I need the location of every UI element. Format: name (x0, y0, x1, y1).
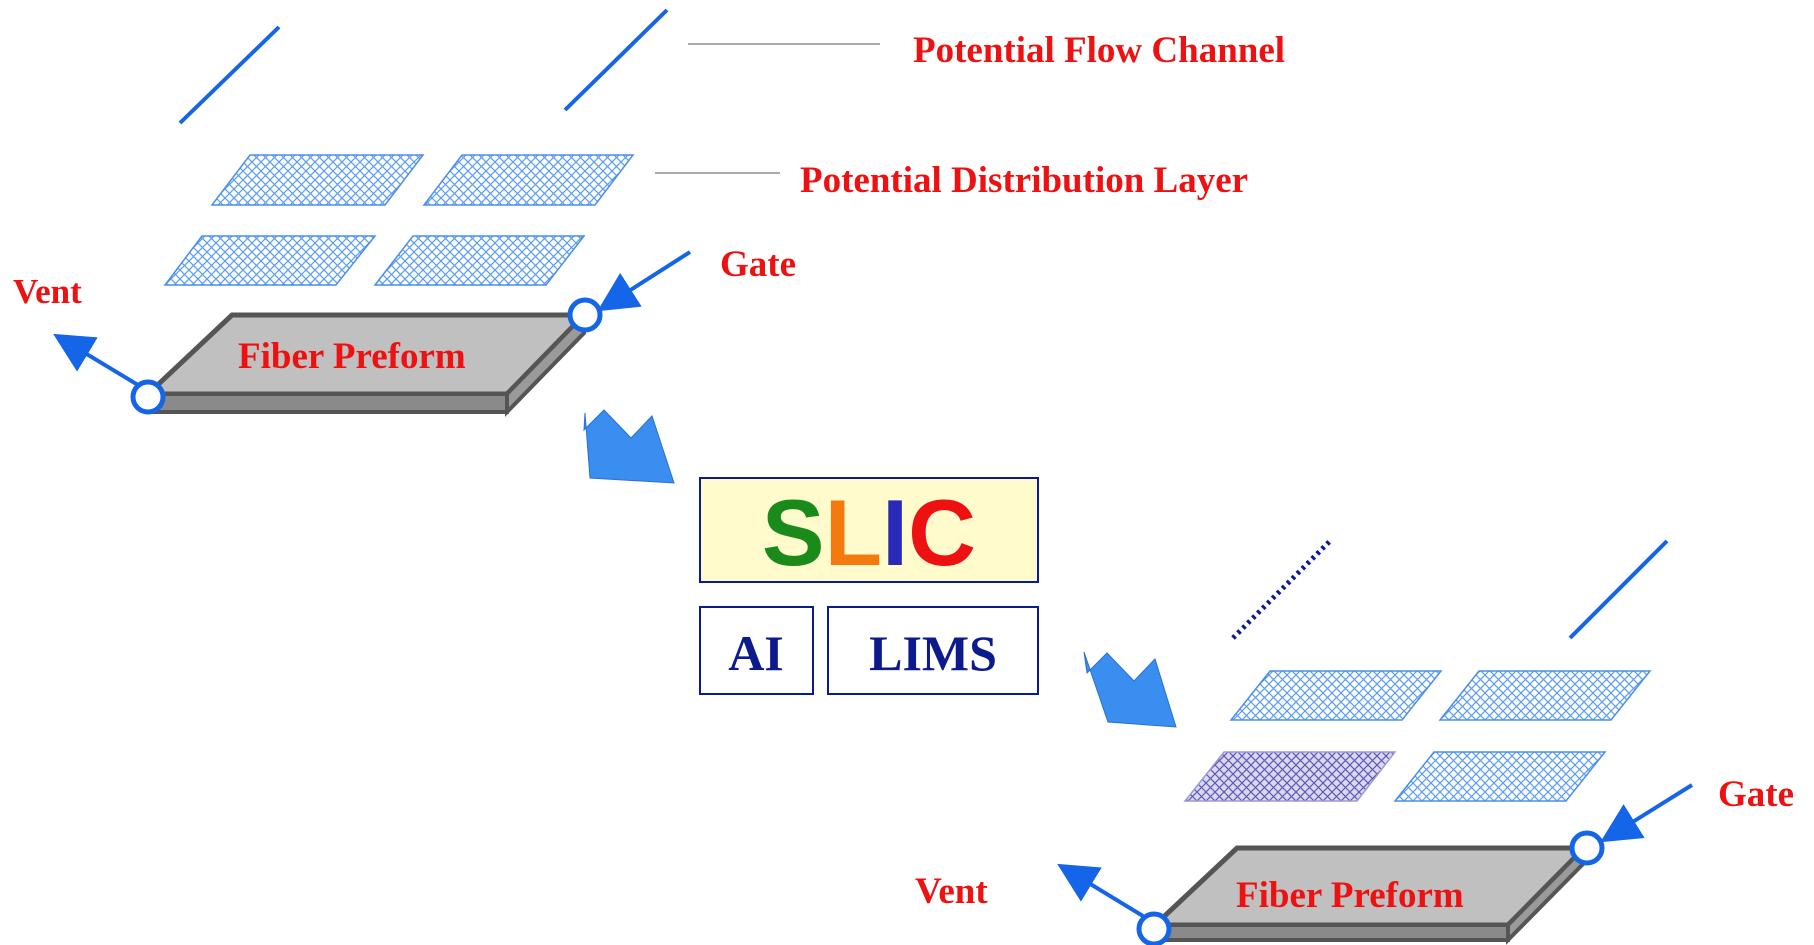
vent-arrow-top (53, 333, 140, 387)
flow-channel-dotted (1231, 539, 1332, 640)
distribution-layer-8 (1393, 751, 1607, 802)
slic-box (699, 477, 1039, 583)
slic-module: SLIC AI LIMS (699, 477, 1039, 695)
potential-distribution-layer-label: Potential Distribution Layer (800, 160, 1248, 201)
gate-port-bottom (1569, 830, 1605, 866)
vent-label-top: Vent (13, 272, 82, 311)
lims-box (827, 606, 1039, 695)
distribution-layer-6 (1438, 670, 1652, 721)
gate-arrow-top (597, 250, 692, 312)
slic-letter-c: C (908, 480, 976, 585)
ai-label: AI (728, 625, 784, 681)
fiber-preform-bottom-front-edge (1153, 923, 1510, 942)
distribution-layer-4 (373, 235, 586, 286)
fiber-preform-label-top: Fiber Preform (238, 336, 466, 377)
slic-letter-l: L (825, 480, 882, 585)
gate-label-top: Gate (720, 244, 796, 285)
distribution-layer-5 (1229, 670, 1443, 721)
slic-letter-i: I (882, 480, 908, 585)
vent-label-bottom: Vent (915, 871, 988, 912)
flow-arrow-1 (583, 409, 675, 484)
top-assembly: Potential Flow Channel Potential Distrib… (13, 8, 1285, 417)
distribution-layer-1 (210, 154, 425, 206)
flow-channel-line-3 (1568, 539, 1669, 640)
vent-arrow-bottom (1057, 863, 1145, 918)
ai-box (699, 606, 814, 695)
gate-port-top (567, 297, 603, 333)
potential-flow-channel-label: Potential Flow Channel (913, 30, 1285, 71)
flow-channel-line-1 (178, 25, 281, 125)
slic-logo: SLIC (762, 480, 976, 585)
vent-port-top (130, 379, 166, 415)
distribution-layer-2 (422, 154, 635, 206)
fiber-preform-side-edge (505, 310, 586, 417)
gate-label-bottom: Gate (1718, 774, 1794, 815)
fiber-preform-label-bottom: Fiber Preform (1236, 875, 1464, 916)
gate-arrow-bottom (1600, 783, 1694, 843)
distribution-layer-3 (163, 235, 377, 286)
flow-arrow-2 (1083, 651, 1177, 728)
slic-letter-s: S (762, 480, 825, 585)
lims-label: LIMS (869, 625, 997, 681)
distribution-layer-7-filled (1183, 751, 1397, 802)
flow-channel-line-2 (563, 8, 669, 112)
bottom-assembly: Fiber Preform Gate Vent (915, 539, 1794, 945)
vent-port-bottom (1136, 911, 1172, 945)
fiber-preform-front-edge (146, 392, 509, 414)
